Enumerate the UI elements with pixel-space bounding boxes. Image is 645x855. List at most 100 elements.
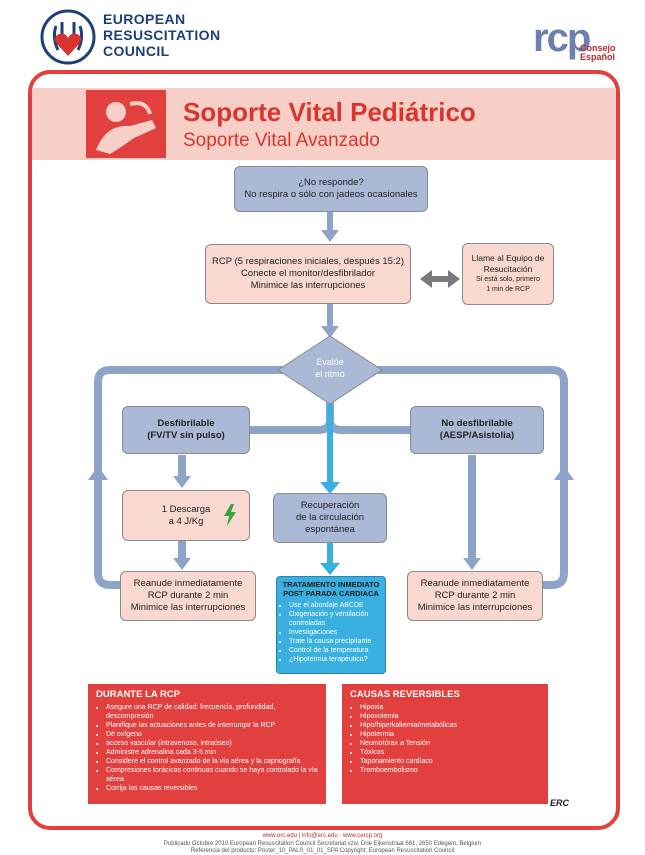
arrow-cpr-assess — [327, 304, 333, 328]
page-title: Soporte Vital Pediátrico — [183, 97, 476, 127]
reversible-item: Tromboembolismo — [360, 766, 540, 775]
page-subtitle: Soporte Vital Avanzado — [183, 130, 380, 151]
reversible-item: Hipovolemia — [360, 712, 540, 721]
post-arrest-heading-1: TRATAMIENTO INMEDIATO — [282, 580, 380, 589]
assess-rhythm-diamond — [277, 335, 383, 405]
reversible-item: Hipoxia — [360, 703, 540, 712]
arrowhead-rosc-post — [320, 563, 340, 575]
footer-links[interactable]: www.erc.edu | info@erc.edu · www.cercp.o… — [262, 833, 383, 839]
nonshockable-line-1: No desfibrilable — [441, 418, 513, 429]
post-arrest-box: TRATAMIENTO INMEDIATO POST PARADA CARDIA… — [276, 576, 386, 674]
erc-line-1: EUROPEAN — [103, 11, 186, 27]
reversible-heading: CAUSAS REVERSIBLES — [350, 689, 460, 700]
unresponsive-line-1: ¿No responde? — [298, 177, 364, 188]
poster-frame — [28, 70, 620, 830]
resume-left-line-3: Minimice las interrupciones — [130, 602, 246, 613]
erc-name: EUROPEAN RESUSCITATION COUNCIL — [103, 11, 220, 59]
arrowhead-unresponsive-cpr — [321, 230, 339, 242]
call-line-4: 1 min de RCP — [486, 286, 530, 293]
nonshockable-line-2: (AESP/Asistolia) — [439, 430, 515, 441]
shockable-line-1: Desfibrilable — [157, 418, 215, 429]
resume-left-box: Reanude inmediatamente RCP durante 2 min… — [120, 571, 256, 621]
erc-line-2: RESUSCITATION — [103, 27, 221, 43]
resume-right-line-1: Reanude inmediatamente — [420, 578, 530, 589]
during-cpr-item: Compresiones torácicas continuas cuando … — [106, 766, 318, 784]
post-arrest-item: Oxigenación y ventilación controladas — [289, 610, 385, 628]
assess-rhythm-text: Evalúe el ritmo — [290, 356, 370, 380]
branch-shockable — [250, 400, 334, 434]
arrow-rosc-post — [327, 543, 333, 565]
cpr-line-1: RCP (5 respiraciones iniciales, después … — [211, 256, 405, 267]
during-cpr-item: Considere el control avanzado de la vía … — [106, 757, 318, 766]
double-arrow-call-team — [420, 270, 460, 288]
footer-publication: Publicado Octubre 2010 European Resuscit… — [163, 841, 482, 847]
reversible-item: Hipotermia — [360, 730, 540, 739]
resume-right-line-3: Minimice las interrupciones — [417, 602, 533, 613]
call-line-3: Si está solo, primero — [476, 276, 540, 283]
branch-nonshockable — [326, 400, 410, 434]
rcp-subtitle: Consejo Español — [580, 44, 616, 62]
during-cpr-panel: DURANTE LA RCP Asegure una RCP de calida… — [88, 684, 326, 804]
assess-line-2: el ritmo — [315, 369, 345, 379]
loop-right-top — [377, 366, 568, 474]
loop-left-top — [94, 366, 283, 474]
reversible-list: Hipoxia Hipovolemia Hipo/hiperkaliemia/m… — [350, 703, 540, 775]
shockable-line-2: (FV/TV sin pulso) — [147, 430, 225, 441]
loop-right-return — [542, 480, 568, 589]
arrowhead-right-up — [554, 466, 574, 480]
cpr-line-3: Minimice las interrupciones — [250, 280, 366, 291]
arrowhead-resume-left — [173, 558, 191, 570]
during-cpr-item: acceso vascular (intravenoso, intraóseo) — [106, 739, 318, 748]
resume-right-line-2: RCP durante 2 min — [434, 590, 516, 601]
reversible-item: Hipo/hiperkaliemia/metabólicas — [360, 721, 540, 730]
arrowhead-shock — [173, 476, 191, 488]
erc-line-3: COUNCIL — [103, 43, 170, 59]
reversible-item: Tóxicos — [360, 748, 540, 757]
erc-badge: ERC — [550, 798, 570, 808]
unresponsive-box: ¿No responde? No respira o sólo con jade… — [234, 166, 428, 212]
post-arrest-heading-2: POST PARADA CARDIACA — [283, 589, 379, 598]
during-cpr-item: Dé oxígeno — [106, 730, 318, 739]
resume-right-box: Reanude inmediatamente RCP durante 2 min… — [407, 571, 543, 621]
arrowhead-resume-right — [463, 558, 481, 570]
call-team-box: Llame al Equipo de Resucitación Si está … — [462, 243, 554, 305]
call-line-2: Resucitación — [483, 264, 533, 274]
during-cpr-item: Planifique las actuaciones antes de inte… — [106, 721, 318, 730]
during-cpr-item: Asegure una RCP de calidad: frecuencia, … — [106, 703, 318, 721]
post-arrest-list: Use el abordaje ABCDE Oxigenación y vent… — [277, 601, 385, 664]
rcp-logo: rcp — [533, 16, 591, 60]
reversible-item: Taponamiento cardíaco — [360, 757, 540, 766]
assess-line-1: Evalúe — [316, 357, 344, 367]
during-cpr-item: Administre adrenalina cada 3-5 min — [106, 748, 318, 757]
erc-logo-icon — [40, 9, 96, 65]
cpr-line-2: Conecte el monitor/desfibrilador — [240, 268, 376, 279]
during-cpr-item: Corrija las causas reversibles — [106, 784, 318, 793]
post-arrest-item: Control de la temperatura — [289, 646, 385, 655]
during-cpr-heading: DURANTE LA RCP — [96, 689, 181, 700]
shock-line-1: 1 Descarga — [161, 503, 211, 515]
footer-reference: Referencia del producto: Poster_10_PALS_… — [190, 848, 455, 854]
arrow-unresponsive-cpr — [327, 212, 333, 232]
loop-left-return — [94, 480, 120, 589]
during-cpr-list: Asegure una RCP de calidad: frecuencia, … — [96, 703, 318, 793]
arrow-rosc — [327, 404, 333, 484]
rcp-sub-2: Español — [580, 52, 616, 62]
post-arrest-item: Investigaciones — [289, 628, 385, 637]
reversible-item: Neumotórax a Tensión — [360, 739, 540, 748]
lightning-bolt-icon — [224, 504, 236, 526]
shockable-box: Desfibrilable (FV/TV sin pulso) — [122, 406, 250, 454]
shock-line-2: a 4 J/Kg — [168, 515, 204, 527]
post-arrest-item: ¿Hipotermia terapéutica? — [289, 655, 385, 664]
child-resuscitation-icon — [86, 90, 166, 158]
rosc-line-1: Recuperación — [300, 500, 360, 511]
resume-left-line-1: Reanude inmediatamente — [133, 578, 243, 589]
rcp-sub-1: Consejo — [580, 43, 616, 53]
rosc-box: Recuperación de la circulación espontáne… — [273, 493, 387, 543]
post-arrest-item: Trate la causa precipitante — [289, 637, 385, 646]
arrowhead-left-up — [88, 466, 108, 480]
reversible-causes-panel: CAUSAS REVERSIBLES Hipoxia Hipovolemia H… — [342, 684, 548, 804]
arrowhead-cpr-assess — [321, 326, 339, 338]
cpr-box: RCP (5 respiraciones iniciales, después … — [205, 244, 411, 304]
arrowhead-rosc — [320, 482, 340, 494]
